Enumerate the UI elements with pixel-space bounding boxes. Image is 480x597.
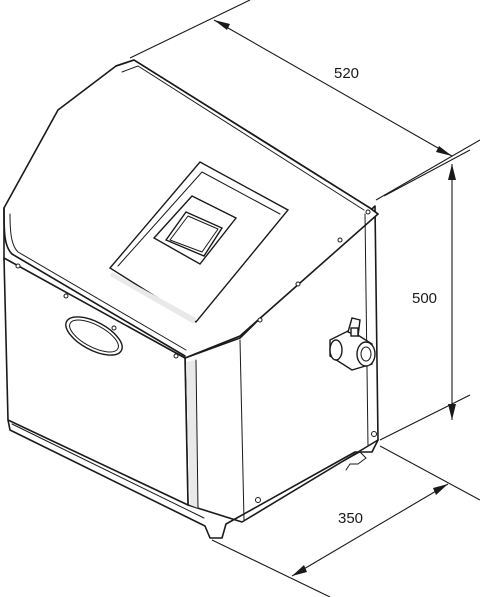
side-inner-edge <box>364 213 369 447</box>
width-extension-right <box>375 139 480 201</box>
depth-extension-right <box>379 445 480 501</box>
dimension-height: 500 <box>379 149 471 441</box>
screw <box>255 497 261 503</box>
depth-dimension-line <box>291 483 449 577</box>
screw <box>257 317 263 323</box>
control-display-inner <box>169 215 219 253</box>
screw <box>371 431 377 437</box>
screw <box>365 209 371 215</box>
depth-dimension-label: 350 <box>338 510 363 527</box>
control-housing-shadow <box>110 272 196 324</box>
height-extension-bottom <box>379 394 471 441</box>
screw <box>295 281 301 287</box>
control-display-screen <box>164 211 224 257</box>
fasteners <box>15 209 377 503</box>
control-housing-lip <box>117 171 281 267</box>
height-extension-top <box>383 149 471 197</box>
screw <box>337 237 343 243</box>
screw <box>15 263 21 269</box>
screw <box>173 353 179 359</box>
screw <box>111 325 117 331</box>
handle-recess <box>65 316 123 356</box>
handle-recess-inner <box>69 319 119 353</box>
base-plinth-inner <box>11 423 205 519</box>
height-arrow-bottom <box>448 404 456 420</box>
valve-fitting <box>329 317 376 371</box>
depth-arrow-end <box>433 484 448 495</box>
top-ridge-line <box>115 59 379 215</box>
depth-extension-left <box>211 539 331 597</box>
width-arrow-end <box>436 146 452 156</box>
front-fold-edge <box>3 207 186 357</box>
cabinet-front-panel <box>3 257 189 506</box>
valve-nut <box>329 339 343 361</box>
foot-bracket <box>341 451 367 471</box>
height-arrow-top <box>448 164 456 180</box>
width-extension-left <box>129 0 251 59</box>
width-dimension-label: 520 <box>334 65 359 82</box>
side-shade-strip <box>186 360 198 508</box>
height-dimension-label: 500 <box>412 290 437 307</box>
valve-outlet-ring <box>360 346 372 362</box>
screw <box>63 293 69 299</box>
control-panel <box>108 161 290 324</box>
valve-stem <box>350 327 359 337</box>
side-corner-line <box>195 359 199 509</box>
valve-outlet <box>356 341 376 367</box>
top-ridge-inner <box>121 65 365 211</box>
width-arrow-start <box>214 20 230 30</box>
front-fold-inner <box>9 213 187 351</box>
width-dimension-line <box>213 19 453 157</box>
side-top-edge <box>239 339 245 521</box>
depth-arrow-start <box>292 565 307 576</box>
base-plinth <box>7 419 379 539</box>
dimension-depth: 350 <box>211 445 480 597</box>
dimension-width: 520 <box>129 0 480 201</box>
